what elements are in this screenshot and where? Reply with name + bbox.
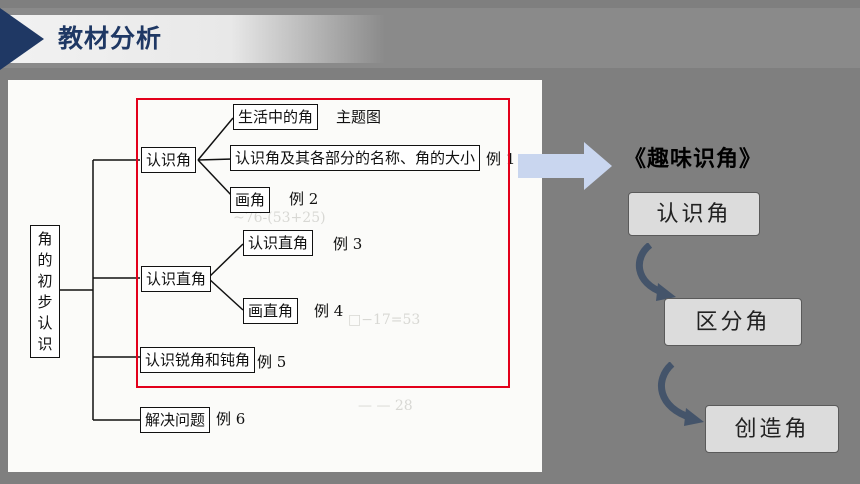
- diagram-root-label: 角的初步认识: [37, 230, 53, 353]
- curved-arrow-icon: [657, 362, 704, 426]
- right-arrow-icon: [518, 142, 612, 190]
- tree-connectors: [60, 117, 244, 421]
- page-title: 教材分析: [58, 24, 163, 53]
- step-recognize-angle: 认识角: [628, 192, 760, 236]
- curved-arrow-icon: [635, 243, 676, 301]
- node-angles-in-life: 生活中的角: [233, 104, 319, 130]
- node-recognize-right-angle: 认识直角: [243, 230, 314, 256]
- highlight-frame: [136, 98, 510, 388]
- title-bar: [0, 15, 385, 63]
- note-example-1: 例 1: [486, 150, 516, 168]
- scan-artifact: □−17=53: [348, 312, 421, 328]
- textbook-scan: ~76-(53+25) □−17=53 — — 28 角的初步认识 认识角 生活…: [8, 80, 542, 472]
- scan-artifact: — — 28: [358, 398, 413, 414]
- scan-artifact: ~76-(53+25): [233, 210, 326, 226]
- branch-recognize-right-angle: 认识直角: [141, 266, 212, 292]
- note-example-2: 例 2: [289, 190, 319, 208]
- note-example-6: 例 6: [216, 410, 246, 428]
- branch-problem-solving: 解决问题: [140, 407, 211, 433]
- note-theme-picture: 主题图: [336, 108, 382, 126]
- note-example-5: 例 5: [257, 353, 287, 371]
- topic-title: 《趣味识角》: [624, 147, 763, 172]
- node-draw-right-angle: 画直角: [243, 298, 299, 324]
- node-draw-angle: 画角: [230, 187, 271, 213]
- branch-recognize-angle: 认识角: [141, 147, 197, 173]
- node-angle-parts-size: 认识角及其各部分的名称、角的大小: [230, 145, 481, 171]
- note-example-4: 例 4: [314, 302, 344, 320]
- note-example-3: 例 3: [333, 235, 363, 253]
- branch-acute-obtuse: 认识锐角和钝角: [140, 347, 256, 373]
- title-chevron-icon: [0, 8, 44, 70]
- step-create-angle: 创造角: [705, 405, 839, 453]
- step-distinguish-angle: 区分角: [664, 298, 802, 346]
- diagram-root: 角的初步认识: [30, 225, 60, 358]
